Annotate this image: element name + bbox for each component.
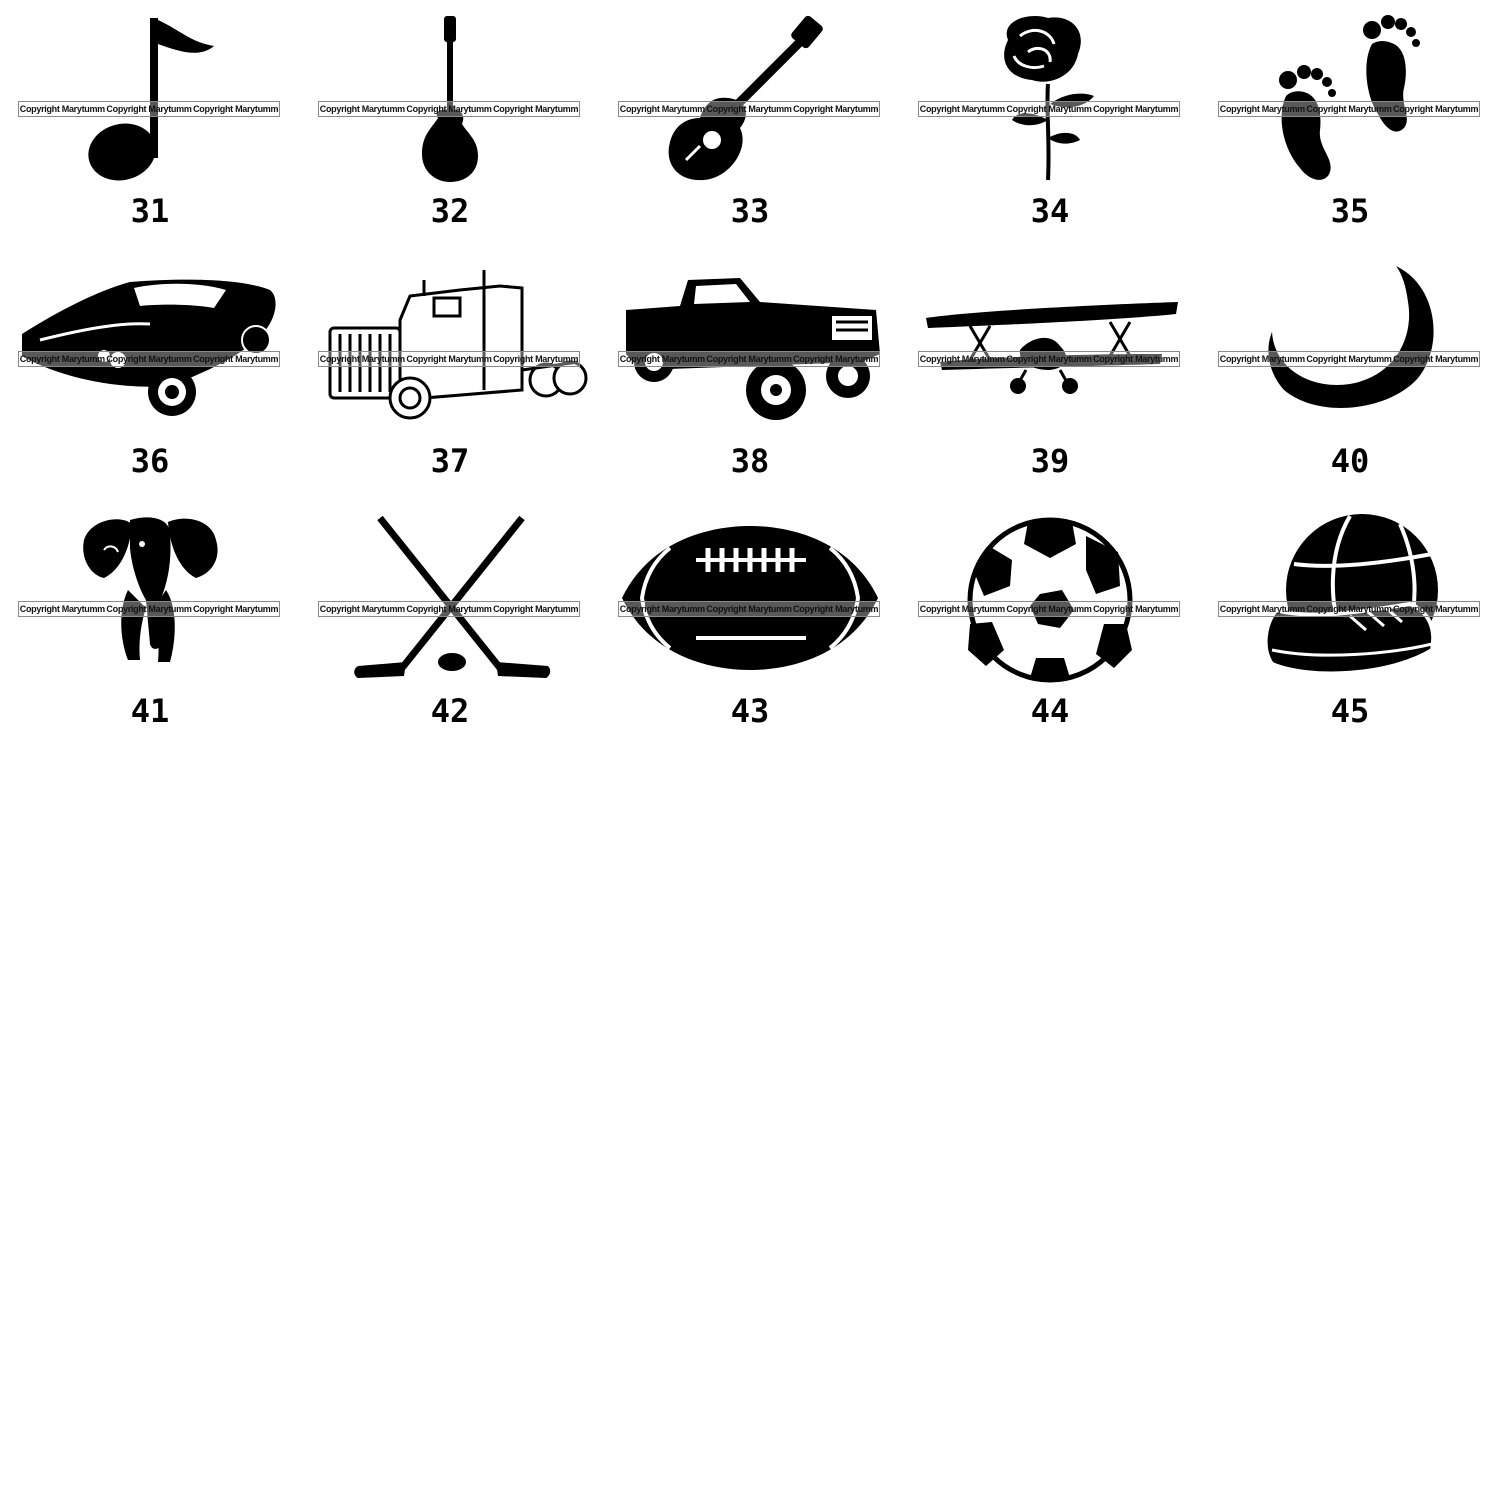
hockey-sticks-icon [300, 500, 600, 700]
basketball-shoe-icon [1200, 500, 1500, 700]
item-number: 44 [1030, 692, 1070, 730]
baby-footprints-icon [1200, 0, 1500, 200]
item-number: 43 [730, 692, 770, 730]
muscle-car-icon [0, 250, 300, 450]
crescent-moon-icon [1200, 250, 1500, 450]
item-number: 40 [1330, 442, 1370, 480]
item-number: 32 [430, 192, 470, 230]
music-note-icon [0, 0, 300, 200]
item-number: 39 [1030, 442, 1070, 480]
item-number: 38 [730, 442, 770, 480]
soccer-ball-icon [900, 500, 1200, 700]
item-number: 36 [130, 442, 170, 480]
biplane-icon [900, 250, 1200, 450]
semi-truck-icon [300, 250, 600, 450]
item-number: 35 [1330, 192, 1370, 230]
acoustic-guitar-icon [600, 0, 900, 200]
football-icon [600, 500, 900, 700]
item-number: 31 [130, 192, 170, 230]
item-number: 33 [730, 192, 770, 230]
item-number: 34 [1030, 192, 1070, 230]
item-number: 42 [430, 692, 470, 730]
rose-icon [900, 0, 1200, 200]
electric-guitar-icon [300, 0, 600, 200]
elephant-icon [0, 500, 300, 700]
item-number: 45 [1330, 692, 1370, 730]
item-number: 41 [130, 692, 170, 730]
pickup-truck-icon [600, 250, 900, 450]
item-number: 37 [430, 442, 470, 480]
